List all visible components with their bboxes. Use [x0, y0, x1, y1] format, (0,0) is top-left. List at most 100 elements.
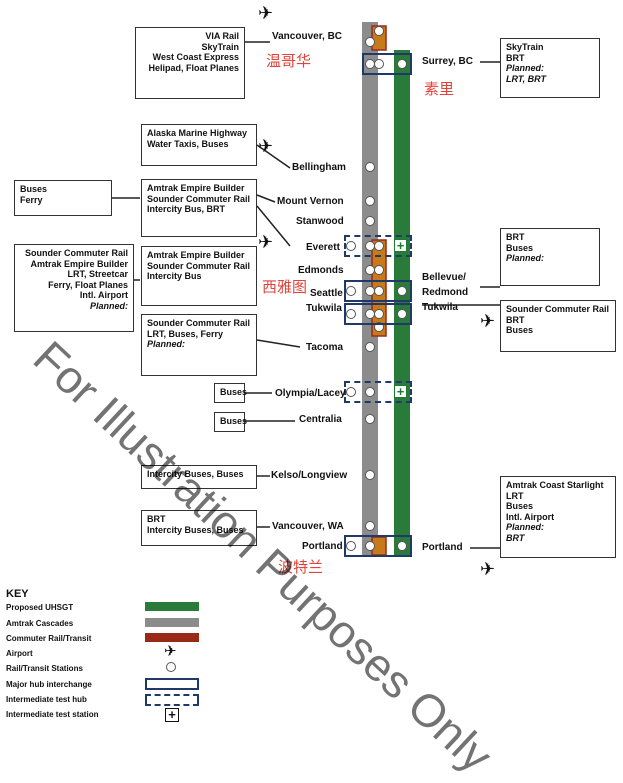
station-centralia: Centralia — [299, 414, 342, 425]
box-line: Helipad, Float Planes — [148, 62, 239, 73]
box-planned: Planned: — [147, 339, 186, 349]
box-planned: Planned: — [89, 300, 128, 311]
station-circle — [346, 387, 356, 397]
box-line: Buses — [506, 242, 534, 253]
station-everett: Everett — [306, 242, 340, 253]
box-line: BRT — [506, 532, 525, 543]
station-circle — [365, 521, 375, 531]
key-major-hub — [145, 678, 199, 690]
hub-tukwila — [344, 303, 412, 325]
info-box-vancouver-wa: BRT Intercity Buses, Buses — [141, 510, 257, 546]
station-circle — [365, 162, 375, 172]
box-line: BRT — [506, 232, 525, 242]
box-line: Sounder Commuter Rail — [24, 248, 128, 258]
station-circle — [346, 541, 356, 551]
box-planned: Planned: — [506, 63, 545, 73]
key-label-test-station: Intermediate test station — [6, 710, 99, 719]
box-line: BRT — [506, 52, 525, 63]
key-title: KEY — [6, 588, 29, 600]
station-tukwila-left: Tukwila — [306, 303, 342, 314]
box-line: Sounder Commuter Rail — [147, 193, 251, 204]
station-circle — [397, 59, 407, 69]
station-circle — [346, 241, 356, 251]
info-box-olympia: Buses — [214, 383, 248, 403]
station-circle — [365, 37, 375, 47]
box-line: Buses — [220, 387, 248, 397]
box-planned: Planned: — [506, 253, 545, 263]
key-label-airport: Airport — [6, 649, 33, 658]
box-line: LRT, Buses, Ferry — [147, 328, 224, 339]
station-redmond: Redmond — [422, 287, 469, 298]
station-circle — [365, 470, 375, 480]
info-box-mount-vernon: Amtrak Empire Builder Sounder Commuter R… — [141, 179, 257, 237]
hub-portland — [344, 535, 412, 557]
key-label-cascades: Amtrak Cascades — [6, 619, 74, 628]
station-circle — [365, 342, 375, 352]
box-line: Water Taxis, Buses — [147, 138, 229, 149]
station-surrey-bc: Surrey, BC — [422, 56, 473, 67]
key-test-station-plus-icon: + — [165, 708, 179, 722]
key-swatch-commuter — [145, 633, 199, 642]
station-circle — [346, 286, 356, 296]
test-station-plus-icon: + — [394, 385, 407, 398]
info-box-edmonds: Amtrak Empire Builder Sounder Commuter R… — [141, 246, 257, 306]
key-test-hub — [145, 694, 199, 706]
info-box-everett-ferry: Buses Ferry — [14, 180, 112, 216]
box-line: Sounder Commuter Rail — [147, 260, 251, 271]
hub-seattle — [344, 280, 412, 302]
station-circle — [365, 216, 375, 226]
info-box-tukwila: Sounder Commuter Rail BRT Buses — [500, 300, 616, 352]
box-line: Ferry — [20, 194, 43, 205]
box-line: Buses — [220, 416, 248, 426]
hub-everett — [344, 235, 412, 257]
info-box-bellevue: BRT Buses Planned: — [500, 228, 600, 286]
station-circle — [365, 541, 375, 551]
box-line: Intercity Bus — [147, 271, 202, 281]
box-line: Buses — [506, 501, 534, 511]
station-circle — [374, 322, 384, 332]
station-stanwood: Stanwood — [296, 216, 344, 227]
station-cn-seattle: 西雅图 — [262, 279, 308, 296]
key-swatch-cascades — [145, 618, 199, 627]
station-circle — [374, 309, 384, 319]
box-line: LRT, Streetcar — [67, 269, 128, 279]
box-line: Intercity Buses, Buses — [147, 469, 244, 479]
station-circle — [346, 309, 356, 319]
box-line: LRT — [506, 490, 524, 501]
station-circle — [365, 196, 375, 206]
station-seattle: Seattle — [310, 288, 343, 299]
test-station-plus-icon: + — [394, 239, 407, 252]
airport-icon: ✈ — [258, 136, 274, 156]
hub-surrey — [362, 53, 412, 75]
info-box-surrey: SkyTrain BRT Planned: LRT, BRT — [500, 38, 600, 98]
key-station-circle — [166, 662, 176, 672]
station-cn-surrey: 素里 — [424, 81, 455, 98]
key-label-commuter: Commuter Rail/Transit — [6, 634, 92, 643]
box-line: LRT, BRT — [506, 73, 546, 84]
airport-icon: ✈ — [258, 3, 274, 23]
box-line: Amtrak Coast Starlight — [506, 480, 604, 490]
station-portland-left: Portland — [302, 541, 343, 552]
box-line: Sounder Commuter Rail — [147, 318, 251, 328]
station-circle — [374, 59, 384, 69]
station-circle — [365, 414, 375, 424]
station-circle — [397, 286, 407, 296]
box-line: SkyTrain — [201, 41, 239, 52]
station-olympia-lacey: Olympia/Lacey — [275, 388, 346, 399]
key-label-uhsgt: Proposed UHSGT — [6, 603, 74, 612]
key-label-stations: Rail/Transit Stations — [6, 664, 83, 673]
station-portland-right: Portland — [422, 542, 463, 553]
box-line: Buses — [20, 184, 48, 194]
station-circle — [397, 309, 407, 319]
box-line: Intl. Airport — [506, 511, 555, 522]
box-line: Intl. Airport — [79, 290, 128, 300]
box-line: West Coast Express — [152, 52, 239, 62]
station-circle — [374, 241, 384, 251]
station-mount-vernon: Mount Vernon — [277, 196, 344, 207]
station-tacoma: Tacoma — [306, 342, 344, 353]
box-line: Intercity Buses, Buses — [147, 524, 244, 535]
box-line: Sounder Commuter Rail — [506, 304, 610, 314]
station-bellingham: Bellingham — [292, 162, 346, 173]
station-kelso-longview: Kelso/Longview — [271, 470, 348, 481]
station-cn-portland: 波特兰 — [278, 559, 324, 576]
